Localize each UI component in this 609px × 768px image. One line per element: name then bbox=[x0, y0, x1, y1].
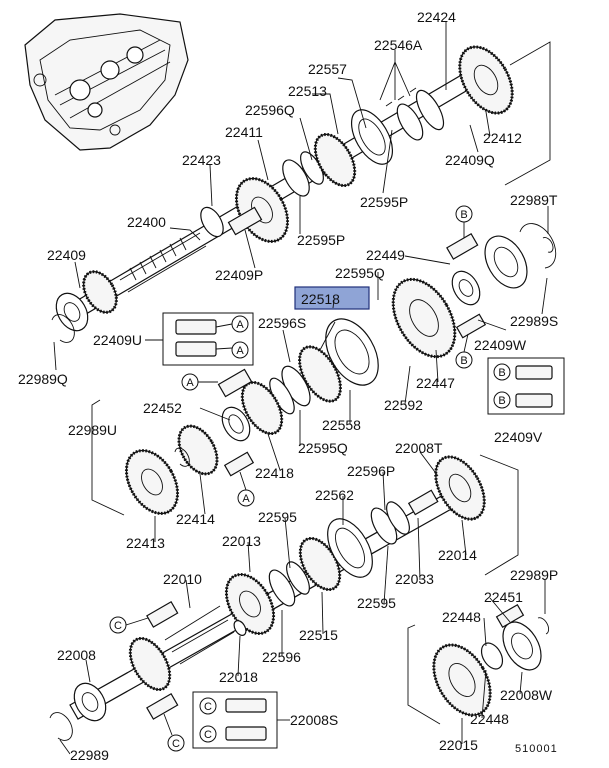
label-22451[interactable]: 22451 bbox=[484, 589, 523, 605]
label-22515[interactable]: 22515 bbox=[299, 627, 338, 643]
label-22592[interactable]: 22592 bbox=[384, 397, 423, 413]
highlighted-part-box[interactable] bbox=[294, 286, 370, 310]
label-22595Q-lower[interactable]: 22595Q bbox=[298, 440, 348, 456]
leader-lines bbox=[53, 22, 549, 755]
label-22558[interactable]: 22558 bbox=[322, 417, 361, 433]
label-22409P[interactable]: 22409P bbox=[215, 267, 263, 283]
label-22449[interactable]: 22449 bbox=[366, 247, 405, 263]
label-22596S[interactable]: 22596S bbox=[258, 315, 306, 331]
label-22409U[interactable]: 22409U bbox=[93, 332, 142, 348]
label-22033[interactable]: 22033 bbox=[395, 571, 434, 587]
label-22989U[interactable]: 22989U bbox=[68, 422, 117, 438]
middle-shaft-assembly bbox=[91, 223, 557, 516]
label-22595P-lower[interactable]: 22595P bbox=[297, 232, 345, 248]
label-22018[interactable]: 22018 bbox=[219, 669, 258, 685]
transmission-case-inset bbox=[24, 13, 189, 151]
label-22518[interactable]: 22518 bbox=[301, 291, 340, 307]
label-22448-lower[interactable]: 22448 bbox=[470, 711, 509, 727]
label-22989Q[interactable]: 22989Q bbox=[18, 371, 68, 387]
label-22595-b[interactable]: 22595 bbox=[357, 595, 396, 611]
ref-a-marker: A bbox=[186, 377, 194, 389]
label-22412[interactable]: 22412 bbox=[483, 130, 522, 146]
bearing-box-22409V: B B bbox=[487, 357, 565, 415]
label-22989T[interactable]: 22989T bbox=[510, 192, 558, 208]
ref-b-marker: B bbox=[498, 367, 505, 379]
label-22557[interactable]: 22557 bbox=[308, 61, 347, 77]
gear-22015-group bbox=[407, 603, 550, 725]
figure-code: 510001 bbox=[515, 743, 558, 755]
label-22513[interactable]: 22513 bbox=[288, 83, 327, 99]
label-22015[interactable]: 22015 bbox=[439, 737, 478, 753]
bearing-box-22008S: C C bbox=[192, 691, 278, 749]
label-22008[interactable]: 22008 bbox=[57, 647, 96, 663]
label-22452[interactable]: 22452 bbox=[143, 400, 182, 416]
label-22595Q-upper[interactable]: 22595Q bbox=[335, 265, 385, 281]
label-22414[interactable]: 22414 bbox=[176, 511, 215, 527]
label-22409V[interactable]: 22409V bbox=[494, 429, 543, 445]
ref-c-marker: C bbox=[204, 701, 212, 713]
label-22409W[interactable]: 22409W bbox=[474, 337, 527, 353]
label-22448-upper[interactable]: 22448 bbox=[442, 609, 481, 625]
ref-b-marker: B bbox=[460, 355, 467, 367]
loose-ref-markers: A A B B C C bbox=[109, 205, 473, 752]
ref-c-marker: C bbox=[114, 620, 122, 632]
label-22008W[interactable]: 22008W bbox=[500, 687, 553, 703]
label-22409Q[interactable]: 22409Q bbox=[445, 152, 495, 168]
label-22008S[interactable]: 22008S bbox=[290, 712, 338, 728]
label-22447[interactable]: 22447 bbox=[416, 375, 455, 391]
ref-b-marker: B bbox=[498, 395, 505, 407]
label-22010[interactable]: 22010 bbox=[163, 571, 202, 587]
label-22423[interactable]: 22423 bbox=[182, 152, 221, 168]
label-22596P[interactable]: 22596P bbox=[347, 463, 395, 479]
label-22989S[interactable]: 22989S bbox=[510, 313, 558, 329]
label-22013[interactable]: 22013 bbox=[222, 533, 261, 549]
label-22595-a[interactable]: 22595 bbox=[258, 509, 297, 525]
label-22596Q[interactable]: 22596Q bbox=[245, 102, 295, 118]
label-22413[interactable]: 22413 bbox=[126, 535, 165, 551]
ref-c-marker: C bbox=[172, 738, 180, 750]
label-22014[interactable]: 22014 bbox=[438, 547, 477, 563]
bearing-box-22409U: A A bbox=[162, 312, 254, 366]
label-22546A[interactable]: 22546A bbox=[374, 37, 423, 53]
label-22989[interactable]: 22989 bbox=[70, 747, 109, 763]
part-labels: 22424 22546A 22557 22513 22596Q 22411 22… bbox=[18, 9, 558, 763]
ref-c-marker: C bbox=[204, 729, 212, 741]
ref-a-marker: A bbox=[242, 493, 250, 505]
input-shaft-assembly bbox=[51, 41, 551, 343]
label-22596[interactable]: 22596 bbox=[262, 649, 301, 665]
label-22411[interactable]: 22411 bbox=[225, 124, 263, 140]
label-22989P[interactable]: 22989P bbox=[510, 567, 558, 583]
ref-a-marker: A bbox=[236, 319, 244, 331]
ref-b-marker: B bbox=[460, 209, 467, 221]
label-22418[interactable]: 22418 bbox=[255, 465, 294, 481]
label-22424[interactable]: 22424 bbox=[417, 9, 456, 25]
label-22409[interactable]: 22409 bbox=[47, 247, 86, 263]
output-shaft-assembly bbox=[49, 454, 519, 741]
label-22595P-upper[interactable]: 22595P bbox=[360, 194, 408, 210]
ref-a-marker: A bbox=[236, 345, 244, 357]
label-22562[interactable]: 22562 bbox=[315, 487, 354, 503]
label-22400[interactable]: 22400 bbox=[127, 214, 166, 230]
label-22008T[interactable]: 22008T bbox=[395, 440, 443, 456]
